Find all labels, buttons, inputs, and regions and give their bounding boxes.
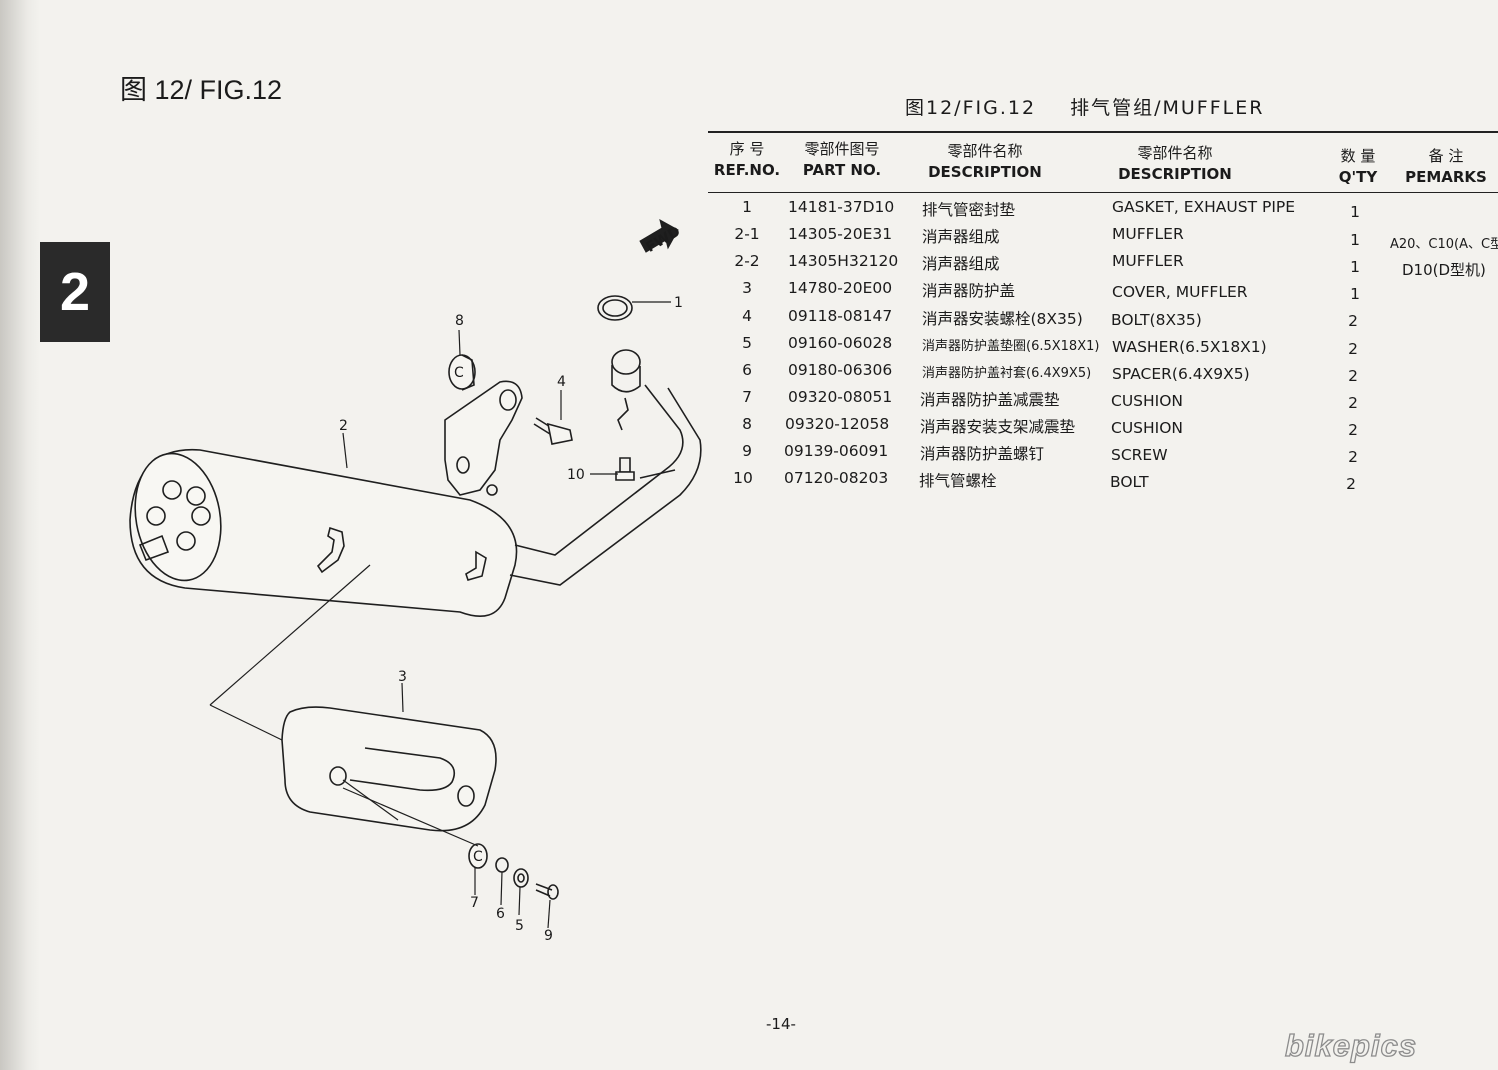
gasket-1 — [597, 295, 633, 321]
cushion-8: C — [448, 354, 476, 391]
watermark-logo: bikepics — [1284, 1027, 1418, 1063]
mounting-bracket — [444, 380, 523, 496]
callout-3: 3 — [398, 669, 407, 685]
table-header-rule — [708, 192, 1498, 193]
callout-5: 5 — [515, 918, 524, 934]
table-header: 图12/FIG.12 排气管组/MUFFLER — [905, 93, 1264, 120]
table-top-rule — [708, 131, 1498, 133]
callout-10: 10 — [567, 467, 585, 483]
bolt-10 — [615, 457, 635, 481]
screw-9 — [535, 883, 559, 900]
spacer-6 — [495, 857, 509, 873]
bolt-4 — [533, 417, 573, 445]
callout-6: 6 — [496, 906, 505, 922]
table-fig-label: 图12/FIG.12 — [905, 97, 1037, 119]
binding-shadow — [0, 0, 40, 1070]
page-title: 图 12/ FIG.12 — [120, 75, 283, 105]
exhaust-pipe — [509, 349, 702, 586]
washer-5 — [513, 868, 529, 888]
callout-9: 9 — [544, 928, 553, 944]
svg-text:C: C — [473, 849, 483, 865]
callout-2: 2 — [339, 418, 348, 434]
callout-1: 1 — [674, 295, 683, 311]
heat-shield-cover — [281, 706, 497, 832]
fwd-arrow-icon: FWD — [639, 219, 683, 256]
muffler-body — [129, 448, 518, 617]
callout-7: 7 — [470, 895, 479, 911]
section-tab: 2 — [40, 242, 110, 342]
page-number: -14- — [766, 1015, 796, 1033]
leader-lines — [342, 301, 671, 929]
callout-4: 4 — [557, 374, 566, 390]
table-row: 2-114305-20E31消声器组成MUFFLER1A20、C10(A、C型机… — [734, 225, 1498, 252]
cushion-7: C — [468, 843, 488, 869]
table-title: 排气管组/MUFFLER — [1070, 97, 1265, 119]
assembly-lines — [209, 564, 479, 847]
callout-8: 8 — [455, 313, 464, 329]
svg-text:C: C — [454, 365, 464, 381]
